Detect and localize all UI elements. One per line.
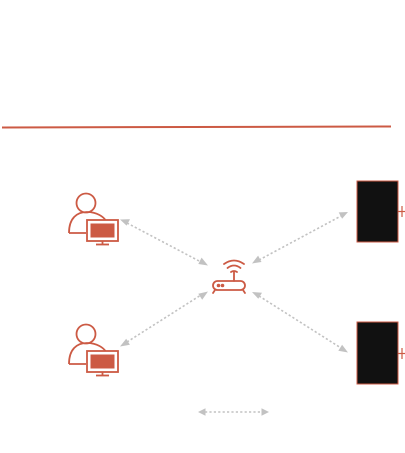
dark-monitor-panel-icon — [356, 180, 405, 243]
header-divider — [1, 125, 392, 129]
connector-router-to-monitor-bottom — [252, 292, 348, 353]
user-at-computer-icon — [68, 323, 119, 377]
legend-connector-arrow — [198, 408, 269, 416]
connector-user-top-to-router — [120, 219, 208, 266]
connector-user-bottom-to-router — [120, 291, 208, 347]
wifi-router-icon — [212, 259, 246, 294]
connector-router-to-monitor-top — [252, 212, 348, 264]
dark-monitor-panel-icon — [356, 321, 405, 385]
user-at-computer-icon — [68, 192, 119, 246]
